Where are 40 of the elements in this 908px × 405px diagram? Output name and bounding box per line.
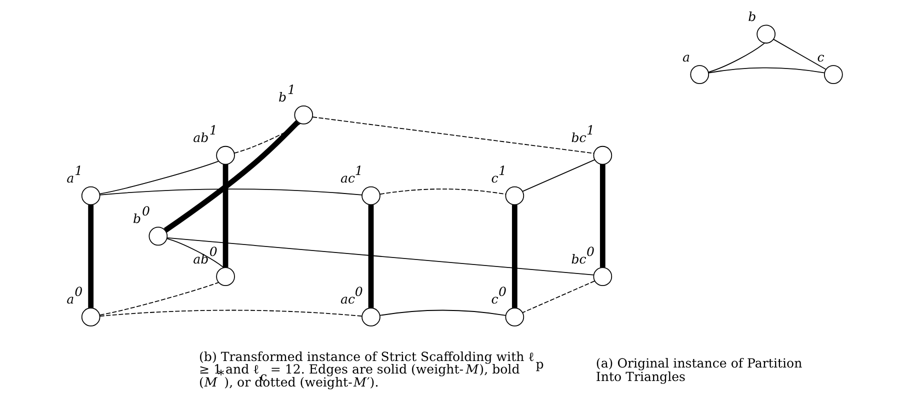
- node-circle: [824, 65, 842, 84]
- connector: [368, 204, 374, 308]
- connector: [522, 280, 594, 313]
- node-circle: [592, 267, 612, 286]
- node-label: a: [682, 49, 690, 64]
- connector: [312, 116, 594, 154]
- connector: [98, 188, 362, 196]
- connector: [772, 38, 826, 70]
- node-circle: [592, 146, 612, 165]
- node-circle: [361, 308, 380, 326]
- node-circle: [361, 186, 380, 206]
- label: (a) Original instance of Partition Into Triangles: [595, 355, 802, 384]
- node-circle: [690, 65, 709, 84]
- connector: [166, 238, 224, 268]
- node-circle: [148, 226, 168, 246]
- connector: [511, 204, 517, 308]
- node-circle: [504, 186, 524, 206]
- connector: [707, 42, 765, 73]
- node-circle: [216, 267, 234, 286]
- connector: [522, 159, 594, 192]
- node-label: b: [748, 8, 756, 24]
- connector: [98, 282, 218, 316]
- node-circle: [80, 308, 100, 326]
- node-circle: [294, 106, 313, 124]
- connector: [98, 310, 362, 317]
- node-circle: [216, 146, 234, 165]
- node-circle: [80, 186, 100, 206]
- connector: [379, 188, 506, 195]
- connector: [708, 67, 824, 74]
- node-label: c: [816, 49, 824, 64]
- connector: [233, 123, 300, 154]
- connector: [166, 237, 594, 276]
- connector: [222, 164, 228, 268]
- connector: [88, 204, 94, 308]
- node-circle: [756, 24, 776, 44]
- node-circle: [504, 308, 524, 326]
- connector: [379, 310, 506, 316]
- connector: [163, 120, 300, 233]
- connector: [98, 160, 218, 194]
- connector: [599, 164, 605, 268]
